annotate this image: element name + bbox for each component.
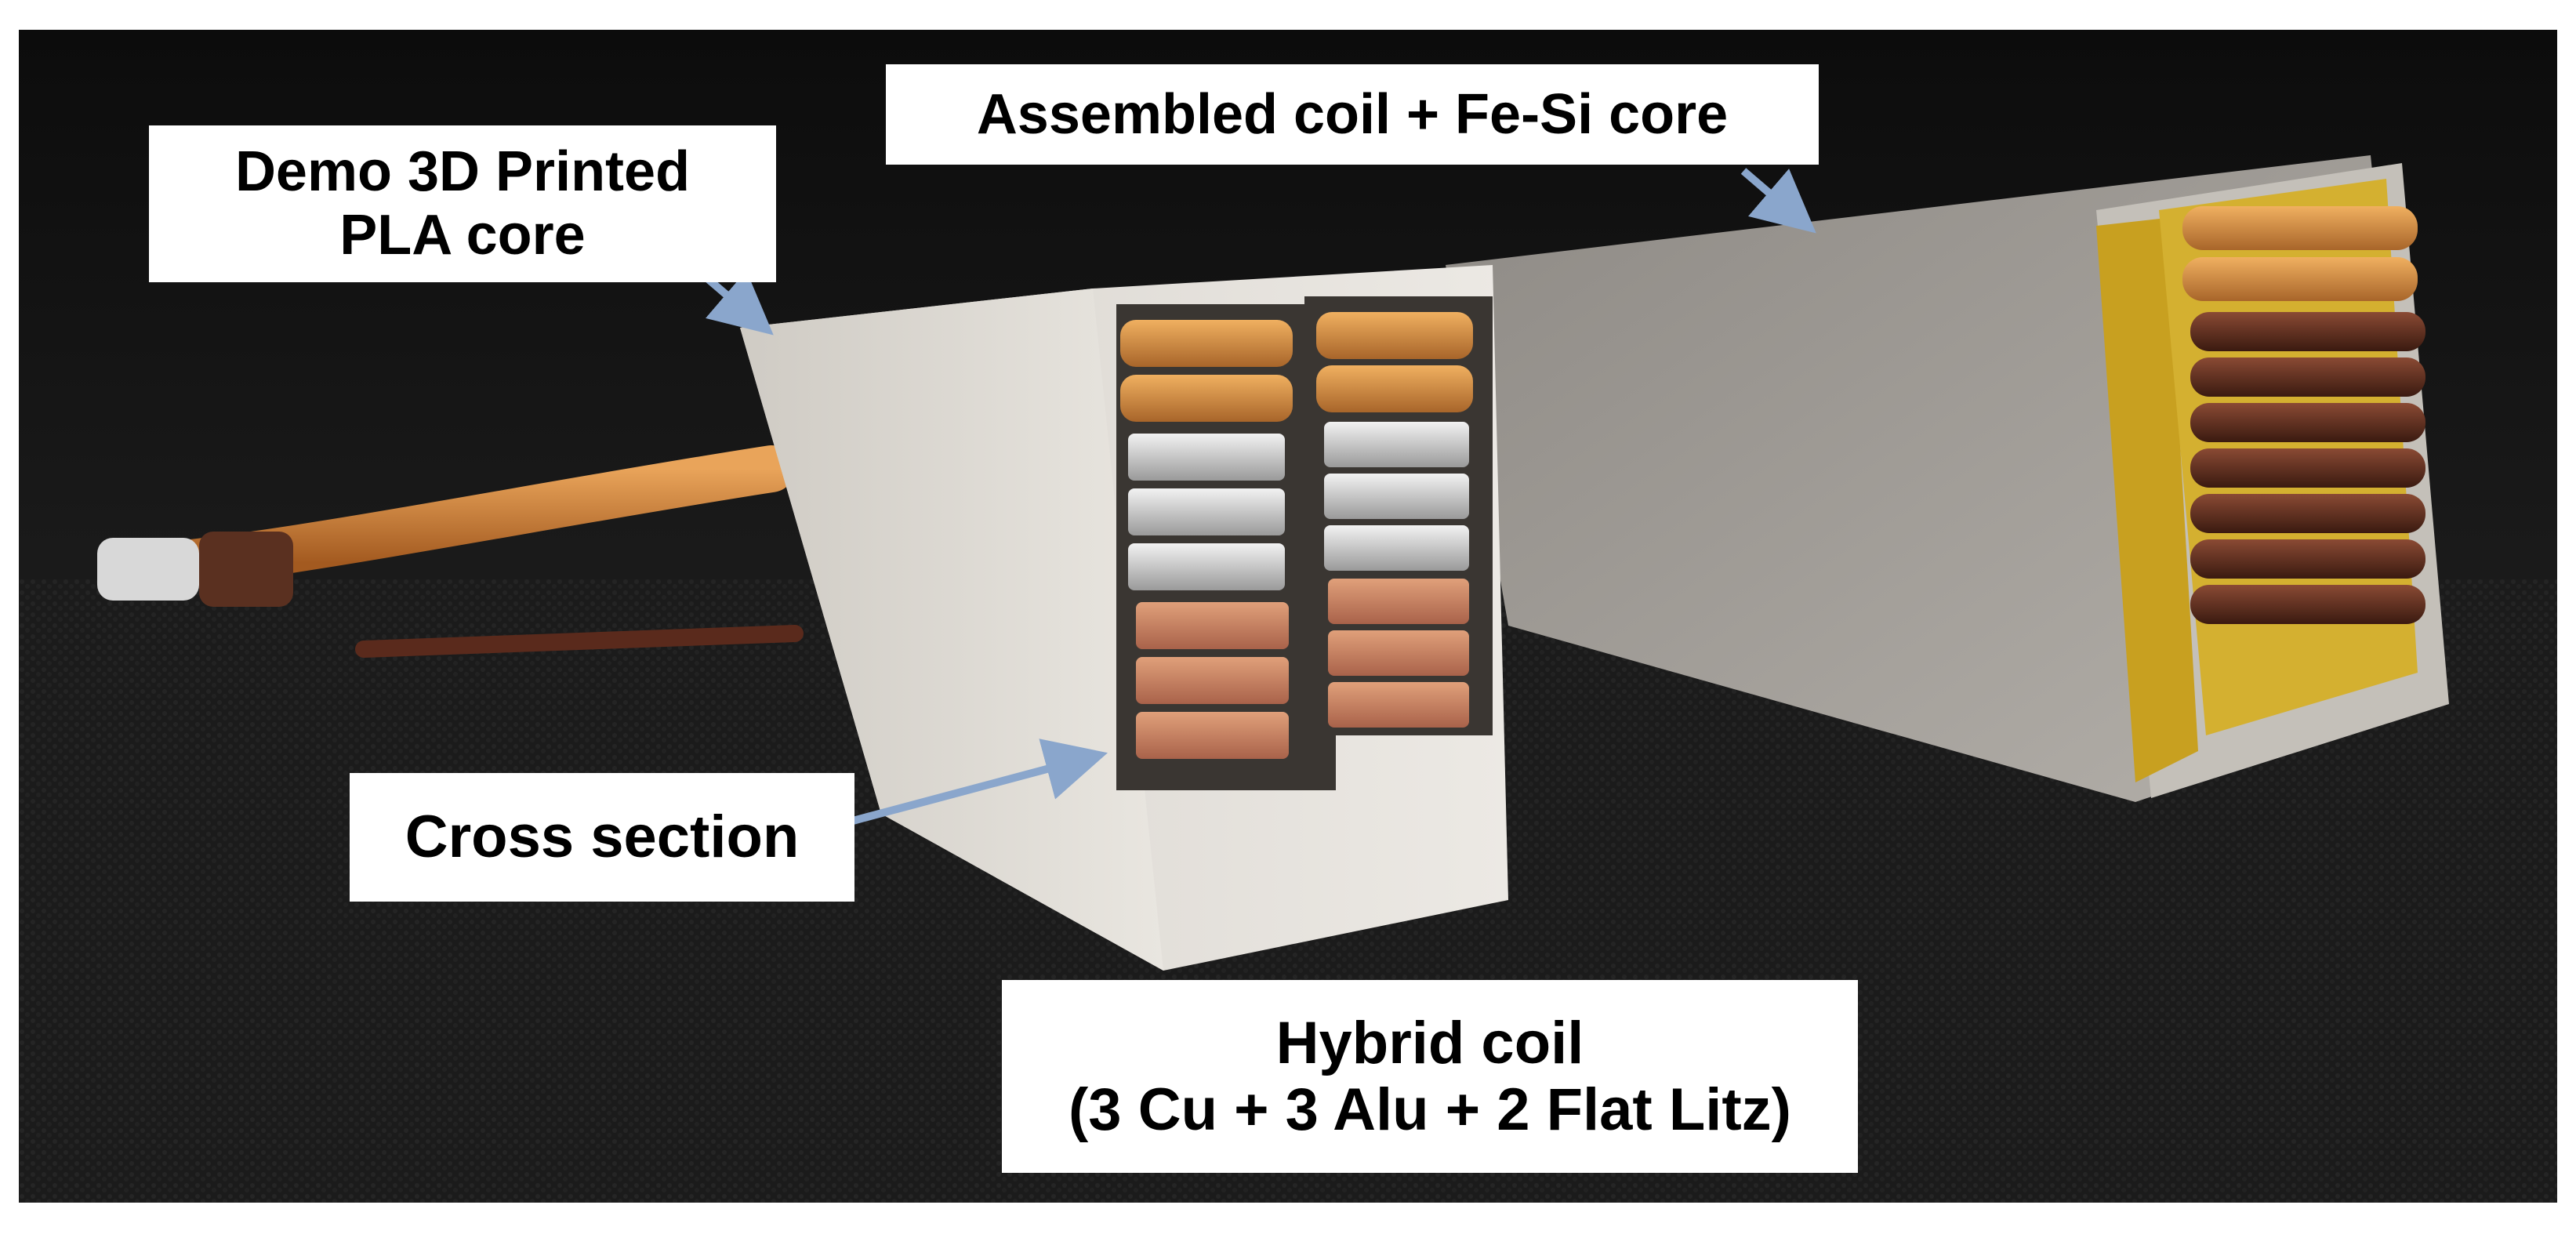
label-cross-section-text: Cross section: [405, 804, 800, 871]
label-cross-section: Cross section: [350, 773, 854, 902]
label-demo-line1: Demo 3D Printed: [234, 140, 691, 204]
coil-leads: [97, 445, 804, 658]
label-demo-pla-core: Demo 3D Printed PLA core: [149, 125, 776, 282]
label-hybrid-line1: Hybrid coil: [1275, 1009, 1584, 1076]
label-assembled-coil: Assembled coil + Fe-Si core: [886, 64, 1819, 165]
label-demo-line2: PLA core: [339, 204, 586, 267]
fesi-core-assembly: [1446, 155, 2449, 802]
label-hybrid-coil: Hybrid coil (3 Cu + 3 Alu + 2 Flat Litz): [1002, 980, 1858, 1173]
label-assembled-text: Assembled coil + Fe-Si core: [976, 82, 1729, 146]
coil-photograph: [19, 30, 2557, 1203]
label-hybrid-line2: (3 Cu + 3 Alu + 2 Flat Litz): [1068, 1076, 1791, 1143]
pla-core-cross-section: [740, 265, 1508, 971]
